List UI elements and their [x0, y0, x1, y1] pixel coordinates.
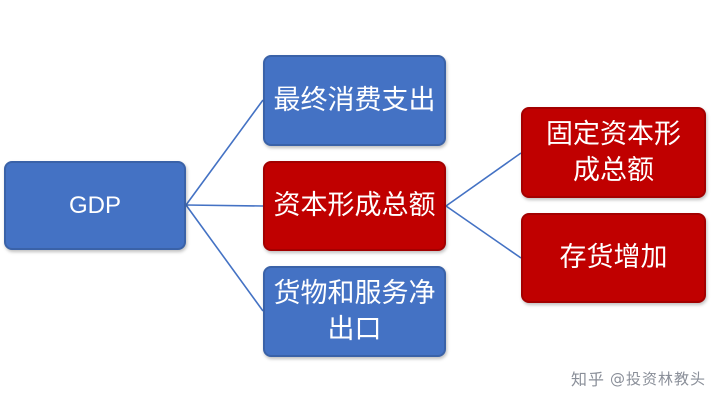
- node-net-exports: 货物和服务净出口: [263, 266, 446, 357]
- node-gdp: GDP: [4, 161, 186, 250]
- node-final-consumption: 最终消费支出: [263, 55, 446, 146]
- watermark-text: @投资林教头: [609, 369, 706, 388]
- node-fixed-capital-formation-label: 固定资本形成总额: [546, 119, 681, 186]
- connector-gdp-to-consumption: [185, 99, 264, 206]
- watermark: 知乎 @投资林教头: [571, 366, 706, 390]
- connector-gdp-to-netexports: [185, 204, 264, 312]
- node-capital-formation-label: 资本形成总额: [273, 190, 436, 222]
- connector-capital-to-inventory: [445, 205, 522, 259]
- connector-capital-to-fixed: [445, 152, 522, 207]
- node-inventory-increase: 存货增加: [521, 213, 706, 303]
- connector-gdp-to-capital: [185, 204, 264, 207]
- node-final-consumption-label: 最终消费支出: [273, 84, 436, 116]
- watermark-logo: 知乎: [570, 370, 605, 389]
- node-fixed-capital-formation: 固定资本形成总额: [521, 107, 706, 198]
- node-capital-formation: 资本形成总额: [263, 161, 446, 251]
- node-inventory-increase-label: 存货增加: [559, 242, 668, 274]
- node-net-exports-label: 货物和服务净出口: [273, 278, 436, 345]
- node-gdp-label: GDP: [68, 191, 121, 219]
